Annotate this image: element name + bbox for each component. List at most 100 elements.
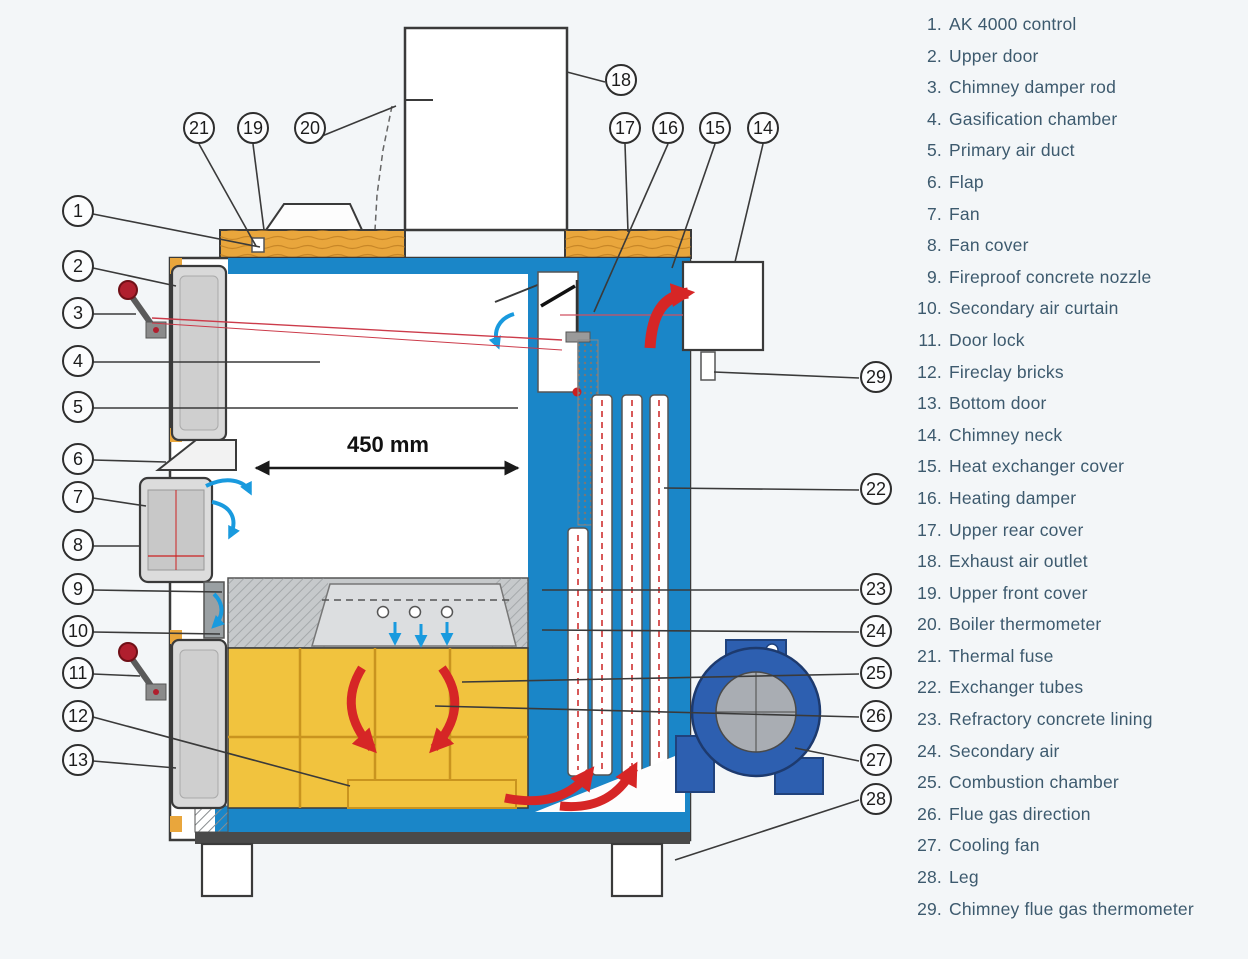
callout-8: 8 <box>62 529 94 561</box>
callout-16: 16 <box>652 112 684 144</box>
legend-item-number: 1. <box>927 14 942 34</box>
callout-4: 4 <box>62 345 94 377</box>
legend-item-label: Flue gas direction <box>949 803 1091 824</box>
legend-item-label: Thermal fuse <box>949 645 1054 666</box>
legend-item-number: 26. <box>917 803 942 824</box>
callout-6: 6 <box>62 443 94 475</box>
legend-item-number: 17. <box>917 519 942 540</box>
callout-15: 15 <box>699 112 731 144</box>
legend-item-number: 16. <box>917 487 942 508</box>
legend-item-number: 6. <box>927 171 942 192</box>
legend-item-label: Leg <box>949 867 979 888</box>
legend-item: 16. Heating damper <box>912 488 1248 520</box>
flap <box>155 439 237 471</box>
legend-item-number: 11. <box>918 329 942 350</box>
flue-gas-thermometer <box>700 351 716 381</box>
legend-item-label: Fireproof concrete nozzle <box>949 266 1152 287</box>
legend-item-number: 24. <box>917 740 942 761</box>
legend-item: 20. Boiler thermometer <box>912 614 1248 646</box>
legend-item: 15. Heat exchanger cover <box>912 456 1248 488</box>
callout-26: 26 <box>860 700 892 732</box>
legend-item: 1. AK 4000 control <box>912 14 1248 46</box>
chimney-neck <box>560 260 765 381</box>
legend-item-number: 8. <box>927 235 942 256</box>
legend-item-label: Chimney neck <box>949 424 1063 445</box>
legend-item-number: 15. <box>917 456 942 477</box>
dimension-450mm: 450 mm <box>254 432 520 476</box>
legend-item-number: 28. <box>917 867 942 888</box>
flue-gas-arrows <box>346 283 696 812</box>
cooling-fan <box>675 639 824 795</box>
callout-29: 29 <box>860 361 892 393</box>
legend-item-number: 20. <box>917 614 942 635</box>
legend-item: 24. Secondary air <box>912 741 1248 773</box>
callout-22: 22 <box>860 473 892 505</box>
legend-item-label: Gasification chamber <box>949 108 1118 129</box>
legend-item: 23. Refractory concrete lining <box>912 709 1248 741</box>
callout-3: 3 <box>62 297 94 329</box>
legend-item-label: Upper front cover <box>949 582 1088 603</box>
legend-item-number: 12. <box>917 361 942 382</box>
callout-24: 24 <box>860 615 892 647</box>
callout-9: 9 <box>62 573 94 605</box>
legend-item-number: 10. <box>917 298 942 319</box>
legend-item-number: 9. <box>927 266 942 287</box>
legend-list: 1. AK 4000 control 2. Upper door 3. Chim… <box>912 14 1248 930</box>
parts-legend: 1. AK 4000 control 2. Upper door 3. Chim… <box>912 14 1248 930</box>
upper-door-lock <box>118 280 167 339</box>
legend-item-label: Combustion chamber <box>949 772 1119 793</box>
legend-item: 5. Primary air duct <box>912 140 1248 172</box>
legend-item-label: Flap <box>949 171 984 192</box>
legend-item-number: 21. <box>917 645 942 666</box>
heat-exchanger-tubes <box>535 394 685 812</box>
base-and-legs <box>194 805 690 898</box>
legend-item: 9. Fireproof concrete nozzle <box>912 267 1248 299</box>
legend-item-label: Upper door <box>949 45 1039 66</box>
legend-item: 10. Secondary air curtain <box>912 298 1248 330</box>
legend-item-label: Chimney flue gas thermometer <box>949 898 1194 919</box>
callout-27: 27 <box>860 744 892 776</box>
left-leg <box>200 842 254 898</box>
legend-item-label: Fan cover <box>949 235 1029 256</box>
legend-item: 12. Fireclay bricks <box>912 362 1248 394</box>
callout-14: 14 <box>747 112 779 144</box>
bottom-door-lock <box>118 642 167 701</box>
bottom-door <box>170 638 228 810</box>
callout-2: 2 <box>62 250 94 282</box>
legend-item: 3. Chimney damper rod <box>912 77 1248 109</box>
callout-7: 7 <box>62 481 94 513</box>
legend-item-number: 23. <box>917 709 942 730</box>
air-arrows <box>205 312 515 648</box>
legend-item-number: 4. <box>927 108 942 129</box>
callout-18: 18 <box>605 64 637 96</box>
legend-item: 19. Upper front cover <box>912 583 1248 615</box>
legend-item-label: Fan <box>949 203 980 224</box>
legend-item-label: Boiler thermometer <box>949 614 1102 635</box>
chimney-damper-rod <box>151 317 563 351</box>
legend-item-label: Chimney damper rod <box>949 77 1117 98</box>
legend-item-label: Door lock <box>949 329 1025 350</box>
legend-item-label: Exhaust air outlet <box>949 551 1088 572</box>
dimension-label: 450 mm <box>347 432 429 457</box>
exhaust-chimney <box>374 26 569 232</box>
legend-item: 14. Chimney neck <box>912 425 1248 457</box>
legend-item-label: Exchanger tubes <box>949 677 1084 698</box>
callout-10: 10 <box>62 615 94 647</box>
legend-item-number: 14. <box>917 424 942 445</box>
callout-25: 25 <box>860 657 892 689</box>
callout-19: 19 <box>237 112 269 144</box>
callout-17: 17 <box>609 112 641 144</box>
legend-item-label: Heating damper <box>949 487 1077 508</box>
legend-item-number: 25. <box>917 772 942 793</box>
legend-item-number: 7. <box>927 203 942 224</box>
upper-door <box>170 264 228 442</box>
legend-item: 2. Upper door <box>912 46 1248 78</box>
legend-item: 25. Combustion chamber <box>912 772 1248 804</box>
legend-item-label: Cooling fan <box>949 835 1040 856</box>
legend-item: 13. Bottom door <box>912 393 1248 425</box>
callout-5: 5 <box>62 391 94 423</box>
leader-lines <box>92 71 860 861</box>
callout-12: 12 <box>62 700 94 732</box>
